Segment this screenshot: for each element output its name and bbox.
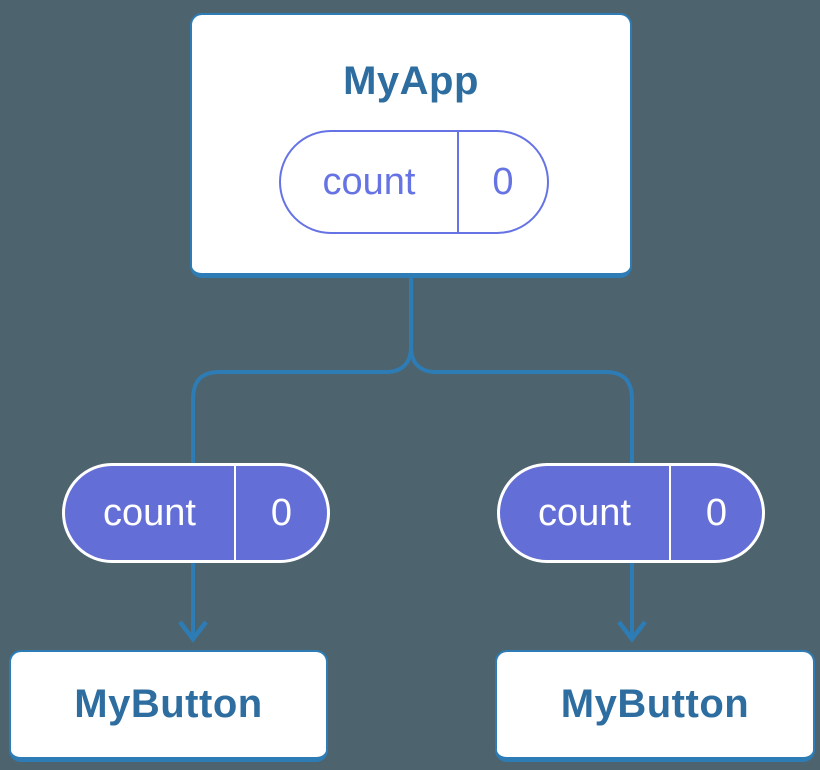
prop-pill-left: count 0 [62, 463, 330, 563]
fork-left-line [191, 346, 413, 636]
component-title: MyButton [74, 682, 263, 726]
component-card-myapp: MyApp count 0 [190, 13, 632, 278]
prop-value-label: 0 [669, 466, 762, 560]
arrowhead-right-icon [617, 620, 647, 643]
component-card-mybutton-left: MyButton [9, 650, 328, 762]
state-pill: count 0 [279, 130, 549, 234]
arrowhead-left-icon [178, 620, 208, 643]
component-title: MyButton [560, 682, 750, 726]
component-card-mybutton-right: MyButton [495, 650, 815, 762]
fork-right-line [409, 346, 634, 636]
prop-value-label: 0 [234, 466, 327, 560]
prop-name-label: count [103, 491, 196, 534]
prop-pill-right: count 0 [497, 463, 765, 563]
component-title: MyApp [343, 59, 479, 103]
state-name-label: count [322, 160, 416, 203]
state-value-label: 0 [457, 132, 547, 232]
prop-name-label: count [538, 491, 631, 534]
